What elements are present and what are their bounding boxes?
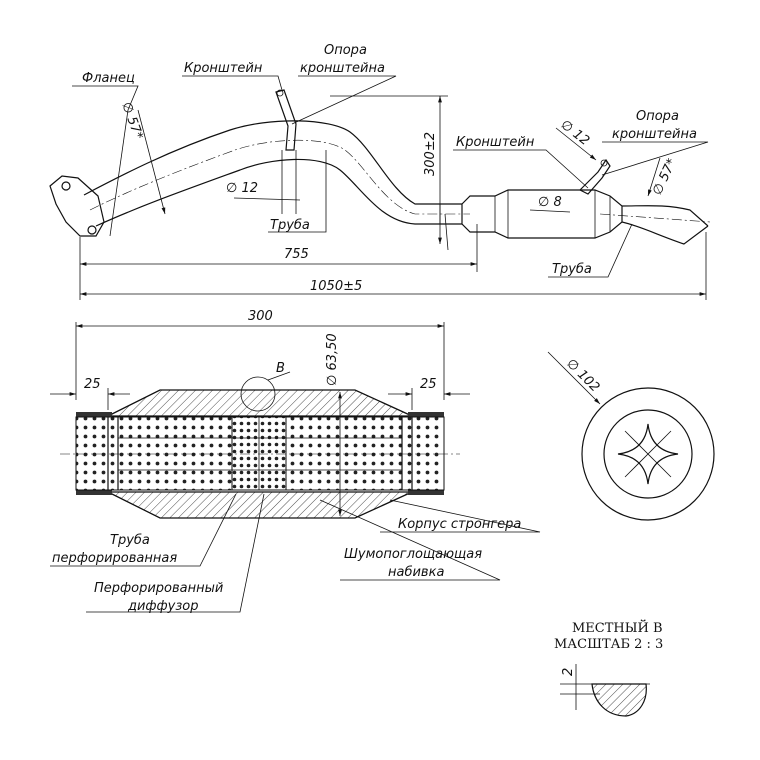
flange	[49, 175, 105, 237]
dim-detail2: 2	[561, 668, 576, 676]
resonator-section-view: 300 25 25 B	[50, 309, 541, 614]
local-title-l2: МАСШТАБ 2 : 3	[554, 637, 663, 652]
label-absorb-l1: Шумопоглощающая	[344, 547, 482, 562]
dim-sec25-right: 25	[420, 377, 437, 392]
end-view: ∅ 102	[547, 351, 715, 521]
detail-b-marker	[240, 376, 276, 412]
inlet-pipe-wall	[76, 412, 112, 417]
label-perf-diffuser-l1: Перфорированный	[94, 581, 223, 596]
dim-d12-mid: ∅ 12	[226, 181, 258, 196]
housing-top-hatch	[107, 389, 413, 417]
dim-sec300: 300	[248, 309, 273, 324]
label-pipe-1: Труба	[270, 218, 310, 233]
label-support-2-l1: Опора	[636, 109, 679, 124]
detail-hatch-area	[591, 683, 647, 717]
dim-d57-right: ∅ 57*	[650, 156, 680, 198]
dim-d12-right: ∅ 12	[558, 117, 592, 149]
dim-d57-left: ∅ 57*	[118, 100, 145, 142]
label-perf-pipe-l1: Труба	[110, 533, 150, 548]
perforated-pipe-right	[285, 416, 445, 491]
bracket-2	[578, 158, 611, 195]
label-flange: Фланец	[82, 71, 135, 86]
local-detail: МЕСТНЫЙ В МАСШТАБ 2 : 3 2	[554, 619, 663, 717]
label-support-1-l1: Опора	[324, 43, 367, 58]
label-bracket-1: Кронштейн	[184, 61, 263, 76]
label-bracket-2: Кронштейн	[456, 135, 535, 150]
dim-d63: ∅ 63,50	[325, 333, 340, 386]
label-perf-diffuser-l2: диффузор	[127, 599, 198, 614]
dim-h300: 300±2	[423, 132, 438, 176]
end-view-outer	[581, 387, 715, 521]
label-perf-pipe-l2: перфорированная	[52, 551, 177, 566]
dim-len1050: 1050±5	[310, 279, 362, 294]
label-housing: Корпус стронгера	[398, 517, 521, 532]
label-absorb-l2: набивка	[388, 565, 444, 580]
local-title-l1: МЕСТНЫЙ В	[572, 619, 663, 636]
outlet-pipe-wall	[408, 412, 444, 417]
dim-sec25-left: 25	[84, 377, 101, 392]
bracket-1	[275, 89, 297, 151]
label-pipe-2: Труба	[552, 262, 592, 277]
pipe-assembly-view: Фланец ∅ 57* Кронштейн Опора кронштейна …	[49, 43, 711, 300]
dim-d102: ∅ 102	[563, 356, 602, 395]
perforated-pipe-left	[75, 416, 233, 491]
dim-d8: ∅ 8	[538, 195, 562, 210]
dim-len755: 755	[284, 247, 309, 262]
label-support-2-l2: кронштейна	[612, 127, 697, 142]
pipe-body	[83, 120, 462, 205]
label-support-1-l2: кронштейна	[300, 61, 385, 76]
housing-bottom-hatch	[107, 491, 413, 519]
detail-b-letter: B	[276, 361, 285, 376]
